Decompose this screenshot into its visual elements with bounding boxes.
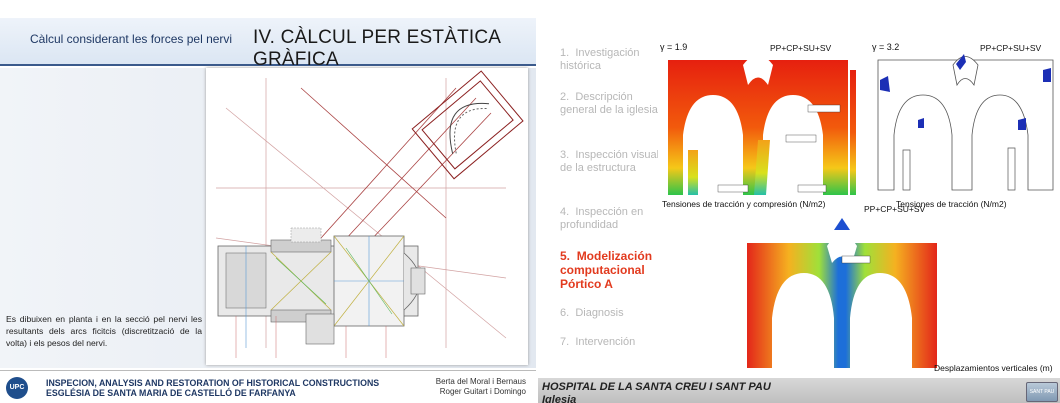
menu-item-number: 2. (560, 91, 570, 103)
menu-item-number: 4. (560, 206, 570, 218)
menu-item-4: 4. Inspección en profundidad (560, 206, 660, 232)
right-slide-footer: HOSPITAL DE LA SANTA CREU I SANT PAU Igl… (538, 378, 1060, 403)
menu-item-2: 2. Descripción general de la iglesia (560, 91, 660, 117)
displacement-figure: PP+CP+SU+SV (742, 204, 942, 373)
menu-item-number: 1. (560, 47, 570, 59)
left-slide-header: Càlcul considerant les forces pel nervi … (0, 18, 536, 70)
graphic-statics-drawing (206, 68, 528, 365)
menu-item-5-active: 5. Modelización computacional Pórtico A (560, 249, 660, 291)
sant-pau-logo: SANT PAU (1026, 382, 1058, 402)
menu-item-1: 1. Investigación histórica (560, 47, 660, 73)
fig2-gamma-label: γ = 3.2 (872, 42, 900, 52)
menu-item-label: Investigación histórica (560, 47, 640, 72)
menu-item-3: 3. Inspección visual de la estructura (560, 149, 660, 175)
footer-author-2: Roger Guitart i Domingo (439, 387, 526, 396)
fig2-caption: Tensiones de tracción (N/m2) (896, 199, 1007, 209)
footer-course-title: INSPECION, ANALYSIS AND RESTORATION OF H… (46, 378, 380, 388)
displacement-map-svg (747, 218, 937, 368)
church-plan (217, 227, 426, 348)
upc-logo: UPC (6, 377, 28, 399)
menu-item-label: Diagnosis (575, 307, 624, 319)
left-slide: Càlcul considerant les forces pel nervi … (0, 18, 536, 403)
footer-church-name: ESGLÉSIA DE SANTA MARIA DE CASTELLÓ DE F… (46, 388, 296, 398)
fig1-load-label: PP+CP+SU+SV (770, 43, 832, 53)
fig3-caption: Desplazamientos verticales (m) (934, 363, 1053, 373)
stress-figure-tension: γ = 3.2 PP+CP+SU+SV (868, 40, 1058, 195)
footer-author-1: Berta del Moral i Bernaus (435, 377, 526, 386)
left-slide-footer: UPC INSPECION, ANALYSIS AND RESTORATION … (0, 370, 536, 403)
footer-hospital-title: HOSPITAL DE LA SANTA CREU I SANT PAU (542, 381, 771, 393)
stress-figure-tension-compression: γ = 1.9 PP+CP+SU+SV (658, 40, 858, 200)
menu-item-number: 6. (560, 307, 570, 319)
menu-item-label: Descripción general de la iglesia (560, 91, 658, 116)
menu-item-label: Modelización computacional Pórtico A (560, 249, 653, 291)
fig3-load-label: PP+CP+SU+SV (864, 204, 926, 214)
left-slide-subtitle: Càlcul considerant les forces pel nervi (30, 32, 233, 46)
right-slide: 1. Investigación histórica 2. Descripció… (538, 0, 1060, 403)
menu-item-label: Inspección visual de la estructura (560, 149, 660, 174)
stress-map-svg (668, 55, 856, 195)
fig1-gamma-label: γ = 1.9 (660, 42, 688, 52)
menu-item-number: 5. (560, 249, 571, 263)
menu-item-number: 7. (560, 336, 570, 348)
left-slide-title: IV. CÀLCUL PER ESTÀTICA GRÀFICA (253, 27, 501, 70)
menu-item-label: Intervención (575, 336, 636, 348)
menu-item-number: 3. (560, 149, 570, 161)
menu-item-label: Inspección en profundidad (560, 206, 644, 231)
fig1-caption: Tensiones de tracción y compresión (N/m2… (662, 199, 826, 209)
footer-section-label: Iglesia (542, 394, 577, 403)
tension-map-svg (877, 54, 1054, 191)
menu-item-6: 6. Diagnosis (560, 307, 660, 320)
left-slide-caption: Es dibuixen en planta i en la secció pel… (6, 314, 202, 348)
graphic-statics-drawing-svg (215, 70, 524, 358)
fig2-load-label: PP+CP+SU+SV (980, 43, 1042, 53)
menu-item-7: 7. Intervención (560, 336, 660, 349)
